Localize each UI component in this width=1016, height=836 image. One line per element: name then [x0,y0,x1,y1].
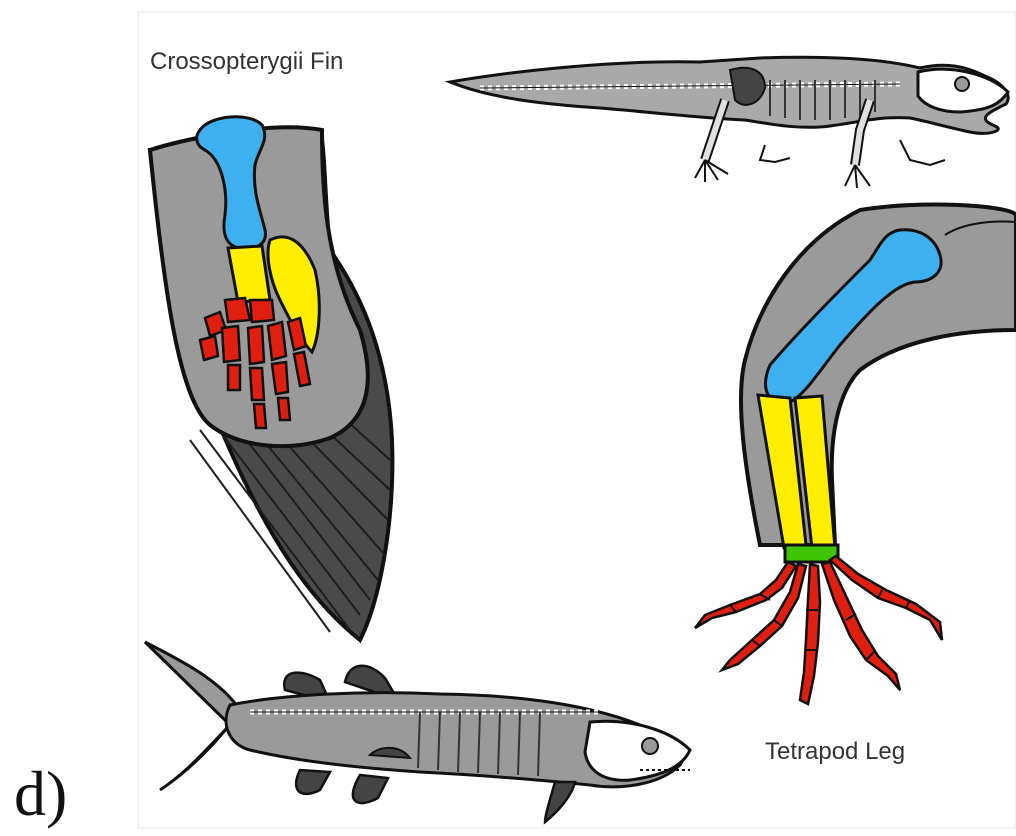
panel-letter: d) [14,762,67,826]
leg-title: Tetrapod Leg [765,738,905,766]
fin-title: Crossopterygii Fin [150,48,343,76]
